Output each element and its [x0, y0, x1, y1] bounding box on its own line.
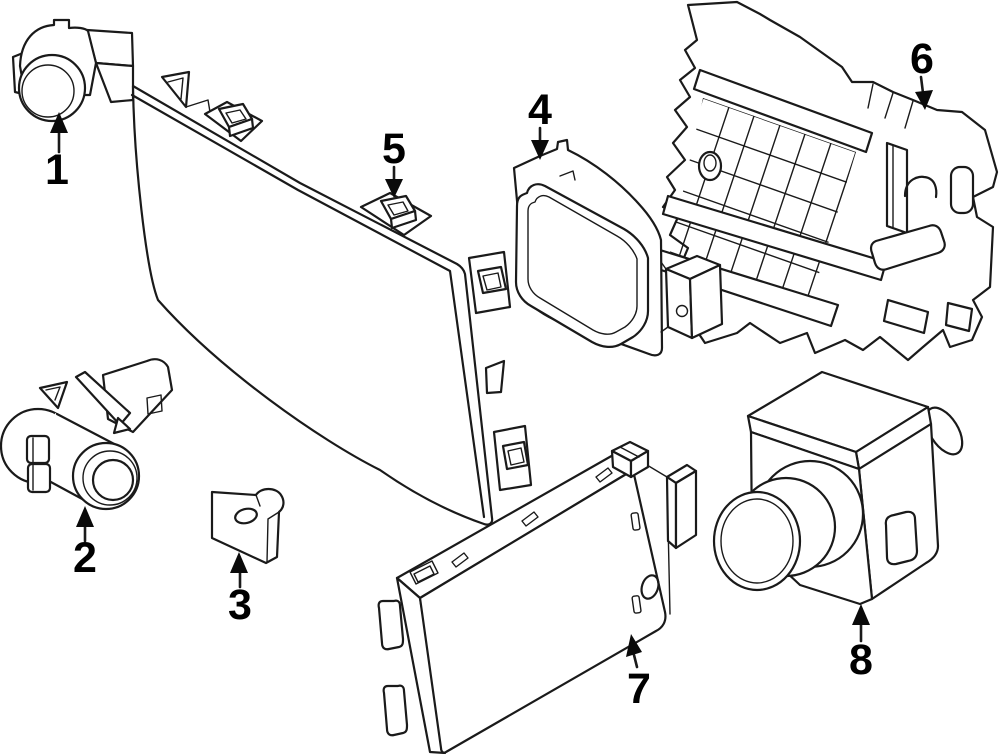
panel-edge-inner-line — [130, 93, 486, 519]
module-face-slot-a — [630, 512, 641, 531]
sensor-lens-outer — [17, 53, 87, 123]
retainer-plate — [210, 487, 285, 565]
callout-3[interactable]: 3 — [228, 552, 252, 629]
callout-5[interactable]: 5 — [382, 125, 406, 198]
module-top-clips — [610, 440, 650, 479]
camera-right-face — [857, 422, 940, 601]
callout-8-label[interactable]: 8 — [849, 636, 873, 684]
callout-2[interactable]: 2 — [73, 506, 97, 582]
callout-5-label[interactable]: 5 — [382, 125, 406, 173]
module-band-slots — [451, 467, 613, 568]
sensor2-clip-strip-b — [26, 462, 52, 494]
callout-3-arrowhead-icon — [230, 552, 248, 573]
callout-6-label[interactable]: 6 — [910, 35, 934, 83]
sensor2-strap-tip — [112, 416, 132, 435]
panel-clip-right-lower — [492, 424, 533, 492]
callout-7-arrowhead-icon — [626, 634, 642, 657]
module-face-slot-b — [631, 595, 642, 614]
panel-clip-right-upper — [467, 250, 512, 315]
callout-1[interactable]: 1 — [45, 112, 69, 194]
callout-7-leader — [632, 653, 639, 669]
bracket-boss-cylinder — [697, 150, 723, 182]
sensor-bracket-lower — [94, 61, 135, 104]
sensor2-lens-ring — [82, 450, 138, 506]
sensor2-tab — [38, 380, 69, 410]
part-1-parking-sensor — [11, 18, 135, 123]
part-3-retainer-bracket — [210, 487, 285, 565]
camera-connector-hole — [884, 510, 919, 566]
callout-1-arrowhead-icon — [50, 112, 68, 133]
callout-7[interactable]: 7 — [626, 634, 651, 713]
callout-2-label[interactable]: 2 — [73, 534, 97, 582]
module-corner-clip-hole — [409, 560, 439, 585]
bracket-foot-left — [882, 298, 930, 335]
callout-8[interactable]: 8 — [849, 604, 873, 684]
callout-2-arrowhead-icon — [76, 506, 94, 527]
callout-4-arrowhead-icon — [531, 140, 549, 160]
bracket-arch-cutout — [903, 175, 938, 199]
callout-5-arrowhead-icon — [385, 179, 403, 198]
callout-7-label[interactable]: 7 — [627, 665, 651, 713]
module-front-face — [418, 468, 667, 754]
callout-1-label[interactable]: 1 — [45, 146, 69, 194]
panel-corner-tab — [160, 70, 191, 109]
panel-face — [131, 84, 494, 526]
radar-face-rim — [514, 183, 650, 348]
part-8-camera-module — [712, 370, 964, 606]
callout-6-arrowhead-icon — [915, 90, 933, 110]
bracket-foot-right — [944, 301, 974, 333]
bracket-cross-beam-top — [692, 68, 874, 154]
module-side-tab-upper — [377, 599, 405, 651]
sensor2-bracket-hole — [146, 394, 163, 415]
part-4-radar-sensor-module — [512, 138, 724, 357]
bracket-cross-beam-middle — [661, 194, 888, 282]
bracket-pad — [869, 224, 946, 271]
radar-face-inner — [527, 194, 638, 335]
callout-3-label[interactable]: 3 — [228, 581, 252, 629]
sensor2-clip-strip-a — [25, 434, 51, 465]
retainer-hole — [234, 507, 258, 525]
callout-4-label[interactable]: 4 — [528, 86, 552, 134]
sensor-lens-inner — [21, 64, 75, 118]
radar-connector — [660, 254, 724, 340]
module-side-tab-lower — [382, 684, 409, 737]
camera-lens-front — [712, 490, 802, 592]
camera-lens-front-inner — [720, 498, 794, 584]
bumper-cover-panel — [130, 70, 533, 526]
panel-clip-part5-target — [359, 191, 433, 237]
panel-side-tab — [484, 359, 506, 395]
bracket-vertical-channel — [885, 141, 909, 235]
bracket-slot — [949, 165, 975, 215]
callout-6[interactable]: 6 — [910, 35, 934, 110]
panel-clip-upper — [203, 100, 264, 143]
part-2-parking-sensor — [0, 358, 174, 511]
sensor2-strap — [74, 370, 132, 427]
module-face-oval — [640, 574, 660, 600]
callout-6-leader — [919, 75, 925, 95]
sensor2-lens-inner — [91, 458, 135, 502]
radar-connector-hole — [675, 304, 689, 318]
part-7-control-module — [377, 440, 698, 754]
module-connector — [665, 463, 698, 550]
callout-4[interactable]: 4 — [528, 86, 552, 160]
callout-8-arrowhead-icon — [852, 604, 870, 625]
